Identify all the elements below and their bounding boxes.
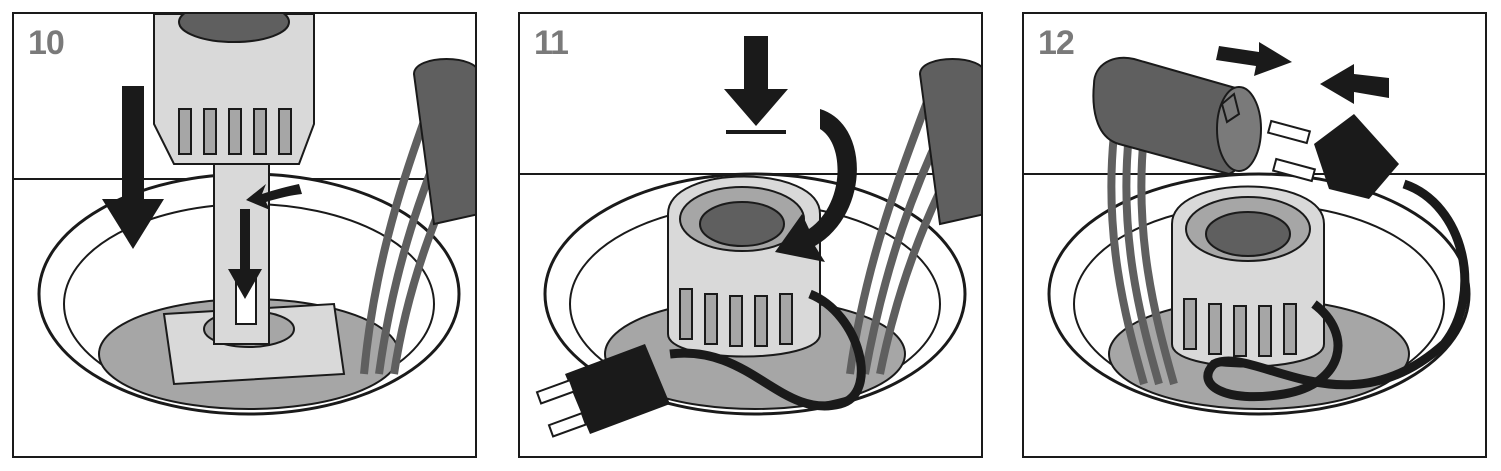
plug-body xyxy=(1314,114,1399,199)
down-arrow-icon xyxy=(102,86,164,249)
heat-sink-fin xyxy=(1183,298,1197,350)
wire xyxy=(1137,133,1178,386)
heat-sink-fin xyxy=(704,293,718,345)
bulb-lens xyxy=(178,14,290,43)
step-12-panel: 12 xyxy=(1022,12,1487,458)
bulb-lens xyxy=(1205,211,1291,257)
heat-sink-fin xyxy=(203,108,217,155)
plug-prong xyxy=(1271,157,1317,183)
heat-sink-fin xyxy=(1233,305,1247,357)
small-down-arrow-icon xyxy=(228,209,262,299)
capacitor xyxy=(918,58,981,226)
bulb-lens xyxy=(699,201,785,247)
power-cord xyxy=(1203,179,1470,402)
step-12-illustration xyxy=(1024,42,1485,416)
step-10-illustration xyxy=(14,14,475,416)
heat-sink-fin xyxy=(228,108,242,155)
capacitor-end xyxy=(1216,86,1262,172)
bulb-head xyxy=(153,14,315,165)
wire xyxy=(1122,133,1163,386)
step-11-panel: 11 xyxy=(518,12,983,458)
heat-sink-fin xyxy=(1283,303,1297,355)
heat-sink-fin xyxy=(1208,303,1222,355)
power-cord xyxy=(669,289,866,411)
heat-sink-fin xyxy=(278,108,292,155)
wire xyxy=(1107,133,1148,386)
right-arrow-icon xyxy=(1216,42,1292,76)
heat-sink-fin xyxy=(1258,305,1272,357)
heat-sink-fin xyxy=(679,288,693,340)
connector-symbol-icon xyxy=(1220,92,1241,124)
plug-prong xyxy=(535,378,576,405)
turn-arrow-icon xyxy=(246,184,302,210)
step-number: 10 xyxy=(28,24,65,62)
heat-sink-fin xyxy=(253,108,267,155)
wire xyxy=(846,92,934,375)
heat-sink-fin xyxy=(779,293,793,345)
plug-prong xyxy=(1266,119,1312,145)
step-11-illustration xyxy=(520,36,981,438)
plug-prong xyxy=(547,411,588,438)
capacitor xyxy=(412,58,475,226)
step-number: 12 xyxy=(1038,24,1075,62)
left-arrow-icon xyxy=(1320,64,1389,104)
down-arrow-icon xyxy=(724,36,788,126)
heat-sink-fin xyxy=(178,108,192,155)
step-10-panel: 10 xyxy=(12,12,477,458)
heat-sink-fin xyxy=(729,295,743,347)
step-number: 11 xyxy=(534,24,569,62)
heat-sink-fin xyxy=(754,295,768,347)
plug-body xyxy=(565,344,670,434)
stop-line xyxy=(726,130,786,134)
rotate-arrow-icon xyxy=(775,109,857,262)
